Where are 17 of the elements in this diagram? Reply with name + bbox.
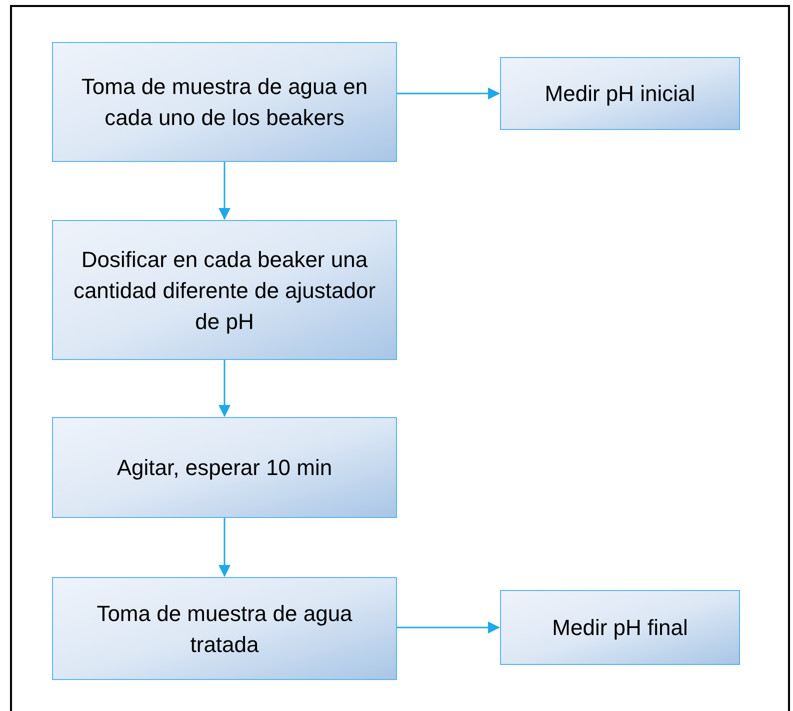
arrow [397,88,500,100]
process-box [52,220,397,360]
box-text: Toma de muestra de agua tratada [96,600,354,658]
process-box [500,590,740,665]
process-box [52,577,397,680]
arrow [218,518,230,577]
process-box [500,57,740,130]
arrow [397,622,500,634]
arrow [218,162,230,220]
box-text: Toma de muestra de agua en cada uno de los beakers [80,73,369,132]
box-text: Medir pH inicial [544,80,696,108]
process-box [52,42,397,162]
box-text: Dosificar en cada beaker una cantidad diferente de ajustador de pH [72,246,377,336]
box-text: Agitar, esperar 10 min [116,454,332,482]
process-box [52,417,397,518]
arrow [218,360,230,417]
box-text: Medir pH final [552,614,688,642]
